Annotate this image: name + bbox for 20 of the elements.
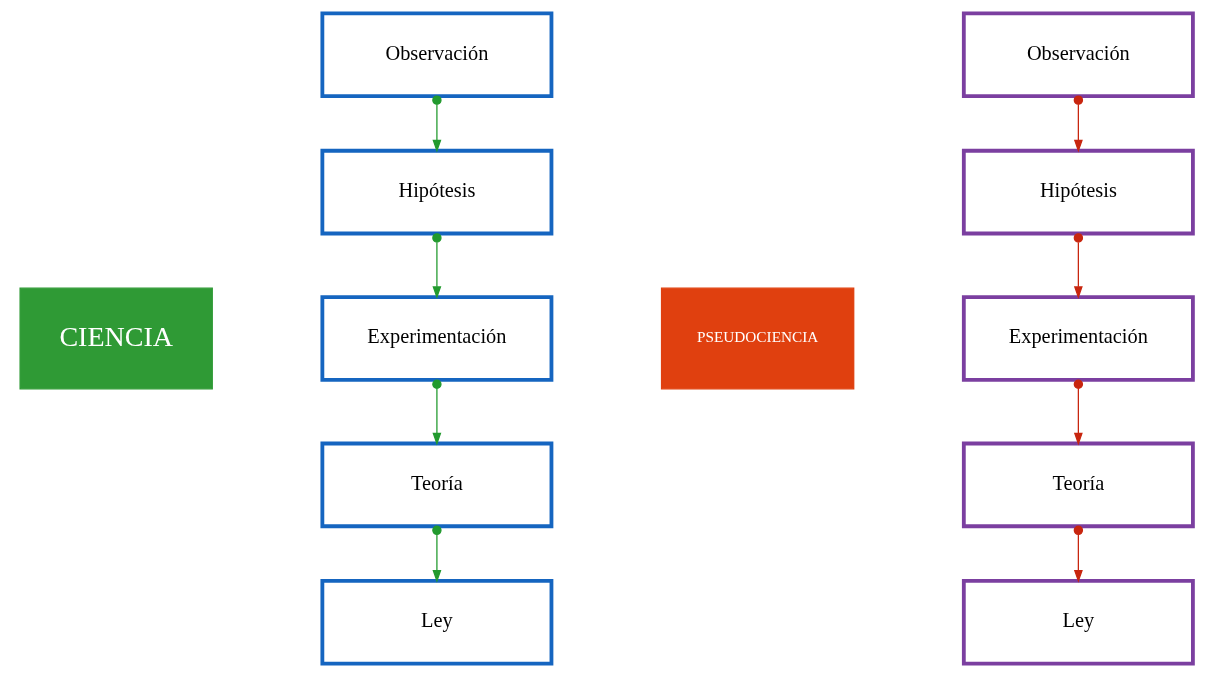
arrow — [431, 95, 442, 153]
arrow — [431, 233, 442, 299]
arrow — [1073, 525, 1083, 583]
node-box: Experimentación — [319, 295, 553, 382]
node-box: Teoría — [961, 441, 1195, 529]
node-box: Hipótesis — [319, 148, 553, 236]
node-box: Ley — [319, 579, 553, 666]
node-box: Observación — [961, 11, 1195, 98]
node-box: Ley — [961, 579, 1195, 666]
arrow — [431, 525, 442, 583]
node-box: Experimentación — [961, 295, 1195, 382]
node-box: CIENCIA — [18, 287, 213, 390]
node-box: Observación — [319, 11, 553, 98]
node-box: Teoría — [319, 441, 553, 529]
arrow — [1073, 379, 1083, 446]
node-box: PSEUDOCIENCIA — [660, 287, 854, 390]
node-box: Hipótesis — [961, 148, 1195, 236]
arrow — [431, 379, 442, 446]
arrow — [1073, 95, 1083, 153]
arrow — [1073, 233, 1083, 299]
